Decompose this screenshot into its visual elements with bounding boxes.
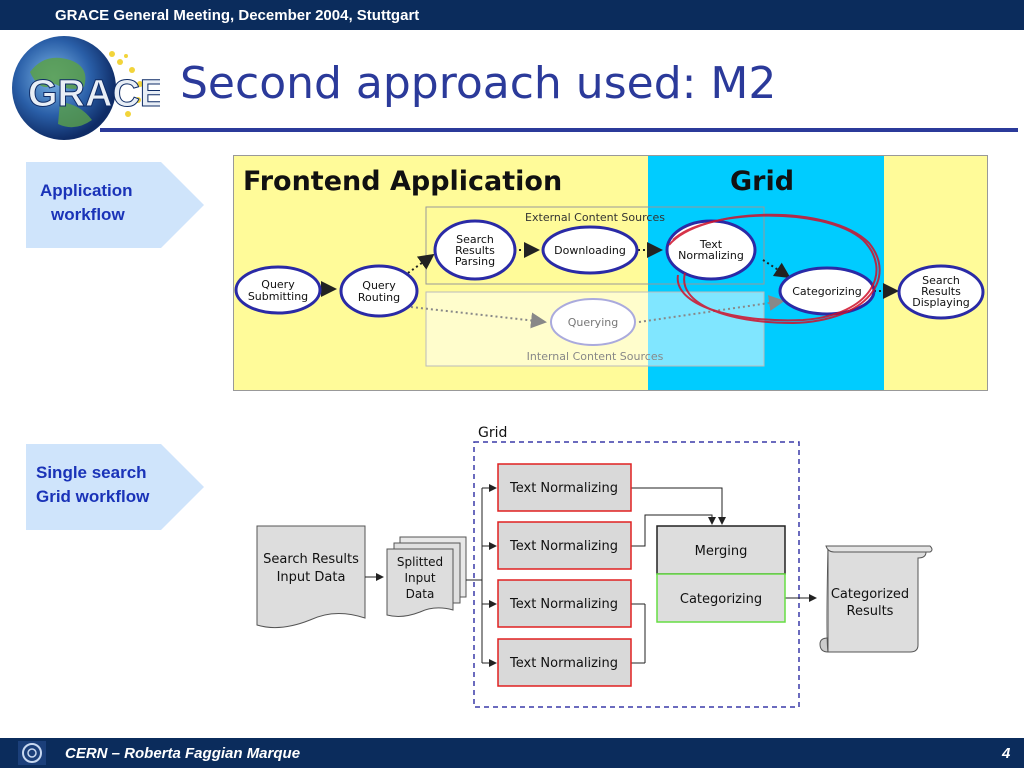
text-normalizing-box-2 — [497, 521, 632, 570]
node-querying-l1: Querying — [568, 316, 618, 329]
node-search-results-parsing — [433, 219, 517, 281]
results-l1: Categorized — [831, 587, 909, 602]
label-arrow-shape — [26, 444, 204, 530]
arrow-normalize-categorize — [762, 259, 791, 279]
text-normalizing-label-2: Text Normalizing — [509, 539, 618, 554]
external-sources-label: External Content Sources — [525, 211, 665, 224]
node-downloading-l1: Downloading — [554, 244, 626, 257]
split-data-l3: Data — [406, 587, 435, 601]
grid-workflow-diagram: Grid Search Results Input Data Splitted … — [256, 425, 933, 708]
node-query-submitting-l1: Query — [261, 278, 295, 291]
node-query-submitting — [234, 265, 322, 315]
node-downloading — [541, 225, 639, 275]
internal-sources-label: Internal Content Sources — [527, 350, 664, 363]
node-query-routing-l2: Routing — [358, 291, 400, 304]
node-query-submitting-l2: Submitting — [248, 290, 308, 303]
node-text-normalizing-l1: Text — [699, 238, 723, 251]
grid-label: Grid — [478, 425, 507, 441]
text-normalizing-label-3: Text Normalizing — [509, 597, 618, 612]
single-label-line1: Single search — [36, 463, 147, 482]
text-normalizing-box-3 — [497, 579, 632, 628]
logo-text: GRACE — [28, 73, 160, 115]
categorizing-label: Categorizing — [680, 592, 762, 607]
arrow-query-categorize — [638, 295, 785, 323]
app-label-line1: Application — [40, 181, 133, 200]
page-number: 4 — [1002, 745, 1011, 762]
node-querying — [550, 298, 636, 346]
single-label-line2: Grid workflow — [36, 487, 150, 506]
grid-dashed-box — [473, 441, 800, 708]
node-displaying-l1: Search — [922, 274, 960, 287]
input-data-l1: Search Results — [263, 552, 359, 567]
text-normalizing-box-1 — [497, 463, 632, 512]
grid-title: Grid — [730, 166, 794, 197]
node-query-routing — [339, 264, 419, 318]
highlight-circle — [668, 213, 881, 325]
header-text: GRACE General Meeting, December 2004, St… — [55, 7, 420, 24]
node-search-results-displaying — [897, 264, 985, 320]
label-arrow-shape — [26, 162, 204, 248]
categorizing-box — [656, 573, 786, 623]
footer-bar — [0, 738, 1024, 768]
cern-logo-icon — [18, 741, 46, 765]
external-sources-box — [425, 206, 765, 285]
results-l2: Results — [847, 604, 894, 619]
text-normalizing-label-1: Text Normalizing — [509, 481, 618, 496]
application-workflow-diagram: Frontend Application Grid External Conte… — [233, 155, 988, 391]
text-normalizing-label-4: Text Normalizing — [509, 656, 618, 671]
page-title: Second approach used: M2 — [180, 58, 777, 109]
frontend-title: Frontend Application — [243, 166, 562, 197]
node-displaying-l2: Results — [921, 285, 961, 298]
title-underline — [100, 128, 1018, 132]
app-label-line2: workflow — [51, 205, 125, 224]
input-data-l2: Input Data — [277, 570, 346, 585]
node-parsing-l1: Search — [456, 233, 494, 246]
node-query-routing-l1: Query — [362, 279, 396, 292]
header-bar — [0, 0, 1024, 30]
node-displaying-l3: Displaying — [912, 296, 970, 309]
text-normalizing-box-4 — [497, 638, 632, 687]
footer-text: CERN – Roberta Faggian Marque — [65, 745, 301, 762]
single-search-workflow-label: Single search Grid workflow — [26, 444, 206, 530]
node-text-normalizing — [665, 219, 757, 281]
split-data-l1: Splitted — [397, 555, 443, 569]
arrow-route-parse — [407, 253, 435, 274]
node-parsing-l2: Results — [455, 244, 495, 257]
merging-label: Merging — [695, 544, 748, 559]
node-categorizing-l1: Categorizing — [792, 285, 862, 298]
grace-logo: GRACE — [12, 36, 160, 140]
application-workflow-label: Application workflow — [26, 162, 206, 248]
split-data-l2: Input — [404, 571, 435, 585]
node-parsing-l3: Parsing — [455, 255, 495, 268]
input-data-shape — [256, 525, 366, 629]
node-text-normalizing-l2: Normalizing — [678, 249, 744, 262]
split-stack-front — [386, 548, 454, 617]
